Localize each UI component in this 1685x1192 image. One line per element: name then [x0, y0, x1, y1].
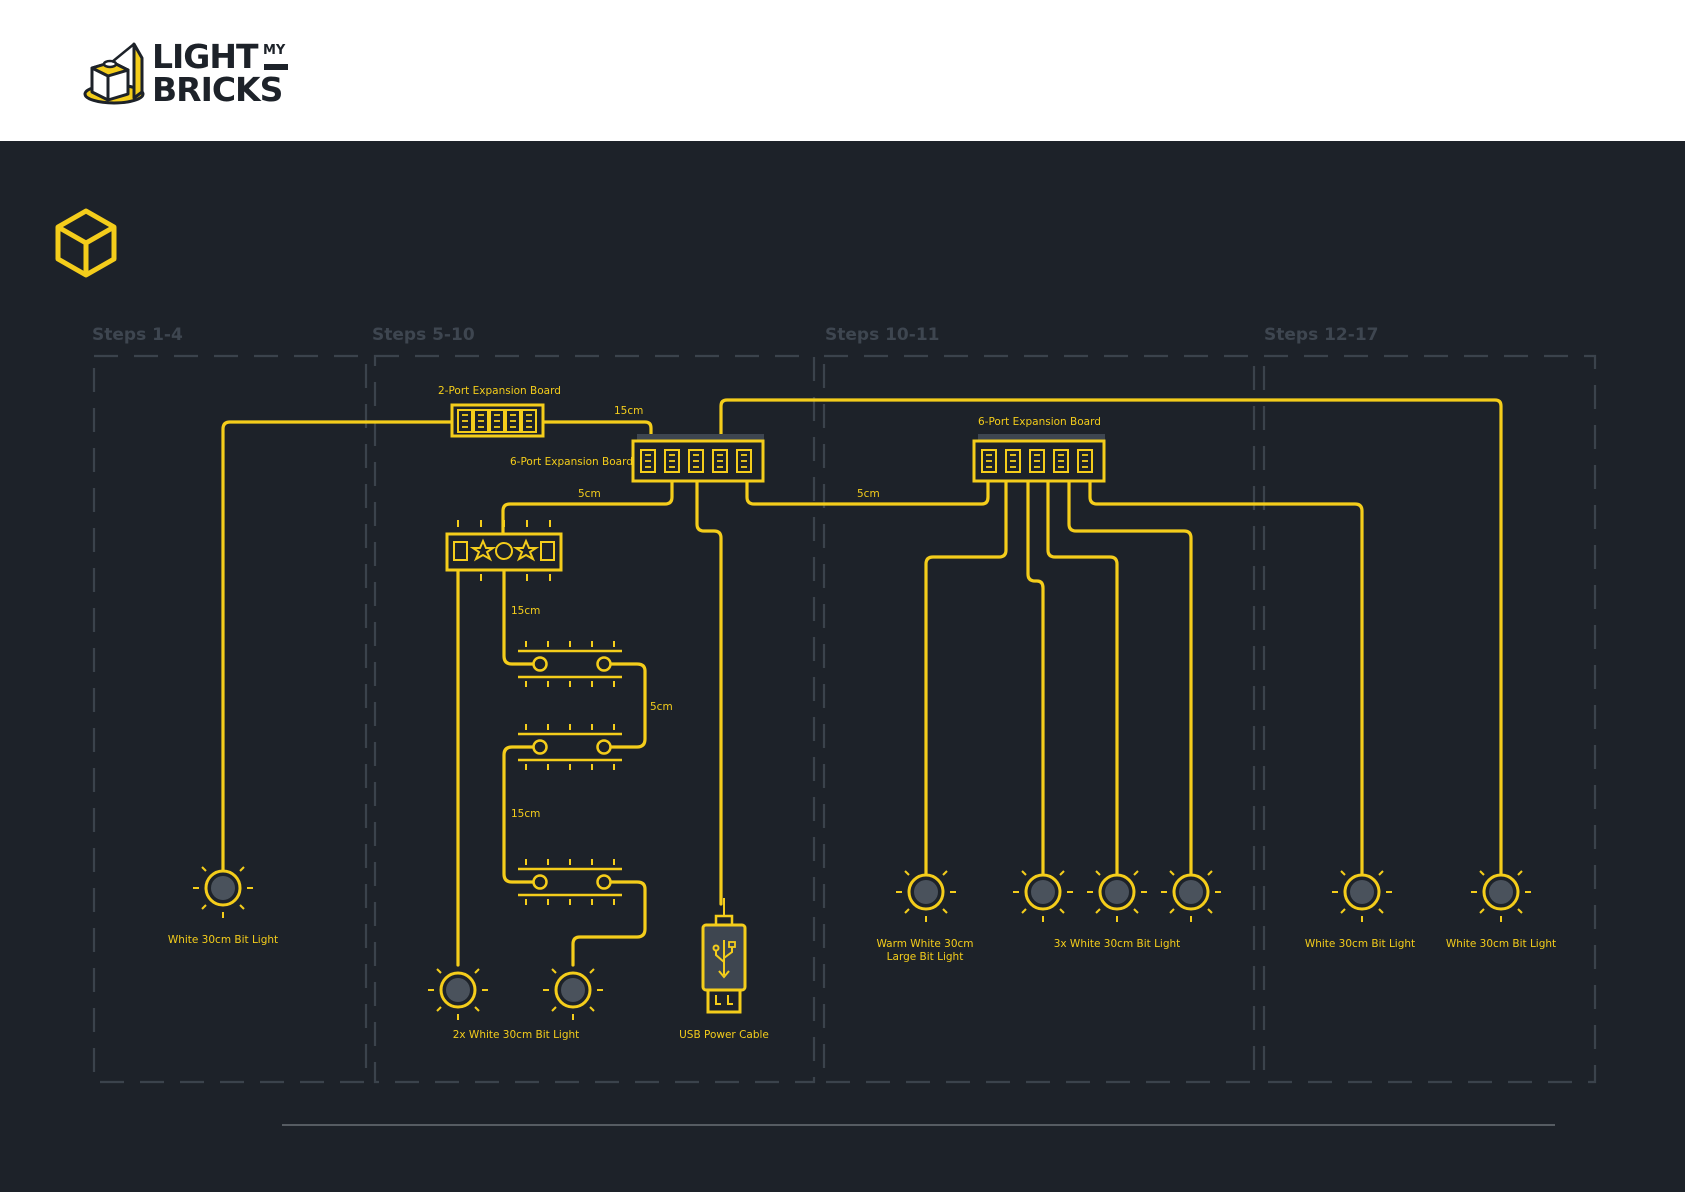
cable-length-label: 15cm [511, 605, 540, 617]
section-label-4: Steps 12-17 [1264, 325, 1378, 345]
six-port-board-right-label: 6-Port Expansion Board [978, 416, 1101, 428]
logo-bar [264, 64, 288, 70]
section-frame-3 [822, 354, 1256, 1084]
logo-brick-icon [82, 40, 148, 112]
cable-length-label: 5cm [650, 701, 673, 713]
six-port-board-right [972, 434, 1106, 483]
usb-icon [701, 898, 747, 1014]
connector-board-icon [445, 520, 563, 581]
section-label-3: Steps 10-11 [825, 325, 939, 345]
light-strip-1 [516, 639, 624, 689]
wire-white-3 [1067, 479, 1193, 879]
cable-length-label: 15cm [614, 405, 643, 417]
cube-icon [55, 208, 117, 278]
bulb-icon [541, 958, 605, 1022]
section-label-1: Steps 1-4 [92, 325, 183, 345]
wires [221, 398, 1503, 967]
wire-strip-1-to-2 [602, 662, 647, 749]
section-label-2: Steps 5-10 [372, 325, 475, 345]
wire-white-2 [1046, 479, 1119, 879]
light-label: 3x White 30cm Bit Light [1054, 938, 1181, 950]
light-label: White 30cm Bit Light [1305, 938, 1415, 950]
two-port-board [450, 403, 545, 438]
wire-strip-2-to-3 [502, 745, 542, 884]
light-strip-2 [516, 722, 624, 772]
light-strip-3 [516, 857, 624, 907]
cable-length-label: 15cm [511, 808, 540, 820]
section-frame-2 [373, 354, 816, 1084]
light-label: Warm White 30cm [876, 938, 973, 950]
wiring-diagram: Steps 1-4 Steps 5-10 Steps 10-11 Steps 1… [55, 208, 1597, 1126]
two-port-board-label: 2-Port Expansion Board [438, 385, 561, 397]
cable-length-label: 5cm [857, 488, 880, 500]
section-frame-4 [1262, 354, 1597, 1084]
light-label: White 30cm Bit Light [1446, 938, 1556, 950]
wire-steps1-light [221, 420, 454, 876]
wiring-diagram-panel: Steps 1-4 Steps 5-10 Steps 10-11 Steps 1… [0, 141, 1685, 1192]
light-label: 2x White 30cm Bit Light [453, 1029, 580, 1041]
wire-6port-to-6port [745, 479, 990, 506]
wire-starboard-strip-1 [502, 568, 542, 666]
wire-top-loop [719, 398, 1503, 876]
wire-white-1 [1026, 479, 1045, 879]
bulb-icon [426, 958, 490, 1022]
wire-usb [695, 479, 723, 906]
cable-length-label: 5cm [578, 488, 601, 500]
page-header: LIGHT MY BRICKS [0, 0, 1685, 141]
logo[interactable]: LIGHT MY BRICKS [152, 40, 302, 110]
wire-2port-to-6port [541, 420, 653, 443]
six-port-board-left-label: 6-Port Expansion Board [510, 456, 633, 468]
logo-my: MY [263, 43, 286, 58]
wire-warm-white [924, 479, 1008, 879]
wire-6port-to-starboard [501, 479, 674, 536]
logo-line-1: LIGHT [152, 37, 259, 76]
logo-line-2: BRICKS [152, 70, 283, 109]
six-port-board-left [631, 434, 765, 483]
wire-strip-3-to-light-b [571, 880, 647, 967]
section-frame-1 [92, 354, 368, 1084]
usb-label: USB Power Cable [679, 1029, 769, 1041]
light-label: Large Bit Light [887, 951, 964, 963]
wire-white-4 [1088, 479, 1364, 879]
light-label: White 30cm Bit Light [168, 934, 278, 946]
